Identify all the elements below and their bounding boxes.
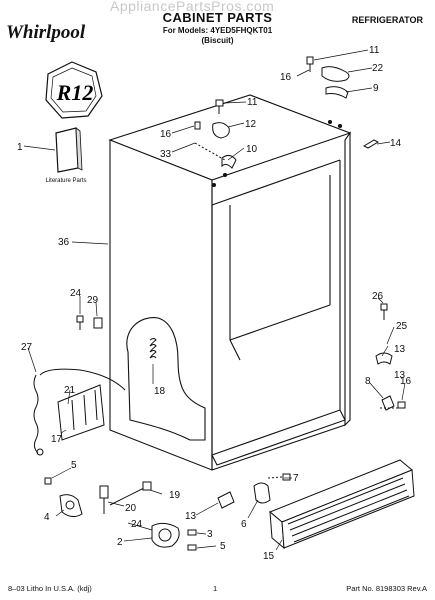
callout-24a: 24: [70, 288, 82, 299]
callout-5b: 5: [220, 541, 226, 552]
callout-24b: 24: [131, 519, 143, 530]
callout-1: 1: [17, 142, 23, 153]
variant-label: (Biscuit): [201, 36, 234, 45]
part-27-cord: [33, 368, 126, 456]
callout-labels: 1 2 3 4 5 5 6 7 8 9 10 11 11 12 13 13 13…: [17, 45, 412, 562]
callout-5a: 5: [71, 460, 77, 471]
callout-21: 21: [64, 385, 76, 396]
center-hinge-parts: [194, 99, 237, 169]
cabinet: [108, 94, 352, 471]
leader-lines: [23, 49, 406, 551]
right-bracket-parts: [375, 303, 393, 365]
callout-2: 2: [117, 537, 123, 548]
callout-25: 25: [396, 321, 408, 332]
leveling-leg: [44, 477, 83, 518]
parts-6-7-13: [217, 473, 291, 509]
roller-assembly: [151, 522, 197, 551]
left-screws: [76, 315, 103, 330]
callout-33: 33: [160, 149, 172, 160]
callout-6: 6: [241, 519, 247, 530]
callout-19: 19: [169, 490, 181, 501]
brand-logo: Whirlpool: [6, 22, 86, 43]
literature-caption: Literature Parts: [45, 178, 86, 184]
category-label: REFRIGERATOR: [351, 15, 423, 25]
callout-11b: 11: [247, 97, 258, 108]
callout-18: 18: [154, 386, 166, 397]
callout-36: 36: [58, 237, 70, 248]
callout-27: 27: [21, 342, 33, 353]
callout-29: 29: [87, 295, 99, 306]
page-title: CABINET PARTS: [162, 10, 273, 25]
models-line: For Models: 4YED5FHQKT01: [162, 26, 273, 35]
part-14: [362, 139, 380, 149]
footer-page-number: 1: [213, 584, 218, 593]
toe-grille: [269, 459, 415, 550]
callout-4: 4: [44, 512, 50, 523]
callout-26: 26: [372, 291, 384, 302]
badge-text: R12: [56, 80, 94, 105]
callout-11a: 11: [369, 45, 380, 56]
callout-13c: 13: [394, 370, 406, 381]
watermark: AppliancePartsPros.com: [110, 0, 275, 14]
callout-16b: 16: [160, 129, 172, 140]
callout-3: 3: [207, 529, 213, 540]
callout-7: 7: [293, 473, 299, 484]
top-hinge-parts: [306, 56, 350, 99]
callout-9: 9: [373, 83, 379, 94]
callout-15: 15: [263, 551, 275, 562]
callout-16c: 16: [400, 376, 412, 387]
callout-16a: 16: [280, 72, 292, 83]
footer-part-number: Part No. 8198303 Rev.A: [346, 584, 427, 593]
callout-13a: 13: [185, 511, 197, 522]
callout-13b: 13: [394, 344, 406, 355]
callout-20: 20: [125, 503, 137, 514]
callout-17: 17: [51, 434, 63, 445]
footer-litho: 8–03 Litho In U.S.A. (kdj): [8, 584, 92, 593]
callout-10: 10: [246, 144, 258, 155]
callout-8: 8: [365, 376, 371, 387]
callout-22: 22: [372, 63, 384, 74]
parts-8-16: [380, 395, 406, 411]
callout-14: 14: [390, 138, 402, 149]
r12-badge: R12: [45, 61, 103, 119]
part-21-bracket: [57, 384, 105, 441]
callout-12: 12: [245, 119, 257, 130]
literature-booklet: Literature Parts: [45, 127, 87, 184]
